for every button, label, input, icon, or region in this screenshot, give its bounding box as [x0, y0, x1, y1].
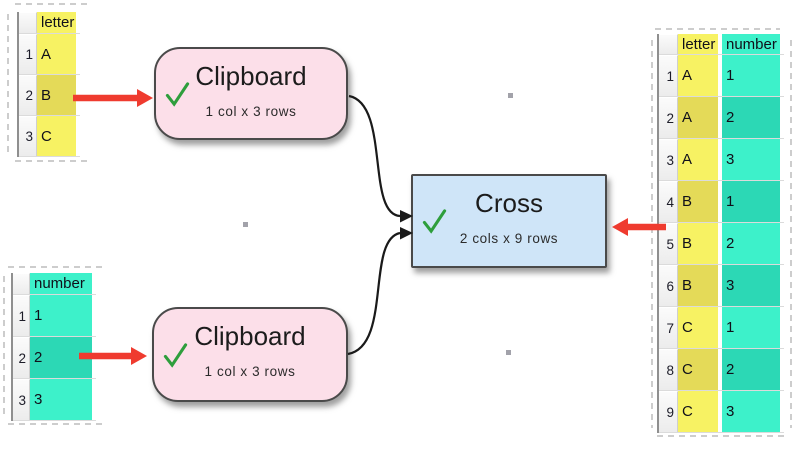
- node-subtitle: 2 cols x 9 rows: [459, 231, 559, 246]
- row-number: 3: [19, 116, 37, 156]
- column-header-number[interactable]: number: [722, 34, 784, 54]
- cell: C: [37, 116, 80, 156]
- node-title: Clipboard: [194, 321, 306, 351]
- connector-clipboard2-to-cross: [347, 231, 401, 356]
- row-number: 2: [19, 75, 37, 115]
- row-number: 6: [659, 265, 678, 306]
- row-number: 9: [659, 391, 678, 432]
- cell: 2: [722, 97, 784, 138]
- cell: C: [678, 391, 722, 432]
- cell: B: [678, 181, 722, 222]
- connector-clipboard1-to-cross: [348, 94, 401, 218]
- cell: B: [678, 223, 722, 264]
- row-number: 2: [13, 337, 30, 378]
- torn-edge: [790, 40, 792, 428]
- torn-edge: [651, 40, 653, 428]
- cell: B: [678, 265, 722, 306]
- row-number: 1: [19, 34, 37, 74]
- cell: C: [678, 307, 722, 348]
- torn-edge: [15, 3, 87, 5]
- column-header-letter[interactable]: letter: [37, 12, 80, 33]
- node-subtitle: 1 col x 3 rows: [204, 364, 296, 379]
- node-clipboard-2[interactable]: Clipboard 1 col x 3 rows: [152, 307, 348, 402]
- node-title: Clipboard: [195, 61, 307, 91]
- cell: A: [678, 97, 722, 138]
- row-number: 5: [659, 223, 678, 264]
- red-arrowhead-icon: [131, 347, 147, 365]
- canvas-grid-dot: [506, 350, 511, 355]
- row-number: 3: [659, 139, 678, 180]
- row-number-header-cell: [13, 273, 30, 294]
- row-number: 2: [659, 97, 678, 138]
- node-cross[interactable]: Cross 2 cols x 9 rows: [411, 174, 607, 268]
- row-number: 1: [659, 55, 678, 96]
- cell: 2: [30, 337, 96, 378]
- success-check-icon: [422, 209, 447, 234]
- canvas-grid-dot: [508, 93, 513, 98]
- row-number: 4: [659, 181, 678, 222]
- node-clipboard-1[interactable]: Clipboard 1 col x 3 rows: [154, 47, 348, 140]
- node-title: Cross: [475, 188, 543, 218]
- torn-edge: [7, 14, 9, 156]
- cell: A: [678, 55, 722, 96]
- cell: 2: [722, 223, 784, 264]
- header-row: number: [13, 273, 96, 295]
- torn-edge: [8, 266, 102, 268]
- red-arrowhead-icon: [612, 218, 628, 236]
- cell: A: [678, 139, 722, 180]
- cell: 1: [722, 181, 784, 222]
- torn-edge: [15, 160, 87, 162]
- torn-edge: [657, 435, 788, 437]
- cell: 3: [722, 265, 784, 306]
- row-number-header-cell: [659, 34, 678, 54]
- canvas-grid-dot: [243, 222, 248, 227]
- row-number: 7: [659, 307, 678, 348]
- red-arrowhead-icon: [137, 89, 153, 107]
- cell: 1: [30, 295, 96, 336]
- cell: 2: [722, 349, 784, 390]
- row-number-header-cell: [19, 12, 37, 33]
- torn-edge: [655, 28, 780, 30]
- cell: 1: [722, 55, 784, 96]
- node-subtitle: 1 col x 3 rows: [205, 104, 297, 119]
- cell: C: [678, 349, 722, 390]
- success-check-icon: [165, 81, 190, 106]
- cell: B: [37, 75, 80, 115]
- cell: 3: [722, 391, 784, 432]
- torn-edge: [8, 423, 102, 425]
- cell: 3: [30, 379, 96, 420]
- header-row: letter: [19, 12, 80, 34]
- cell: A: [37, 34, 80, 74]
- column-header-letter[interactable]: letter: [678, 34, 722, 54]
- column-header-number[interactable]: number: [30, 273, 96, 294]
- cell: 1: [722, 307, 784, 348]
- row-number: 1: [13, 295, 30, 336]
- row-number: 3: [13, 379, 30, 420]
- torn-edge: [3, 276, 5, 418]
- success-check-icon: [163, 342, 188, 367]
- cell: 3: [722, 139, 784, 180]
- row-number: 8: [659, 349, 678, 390]
